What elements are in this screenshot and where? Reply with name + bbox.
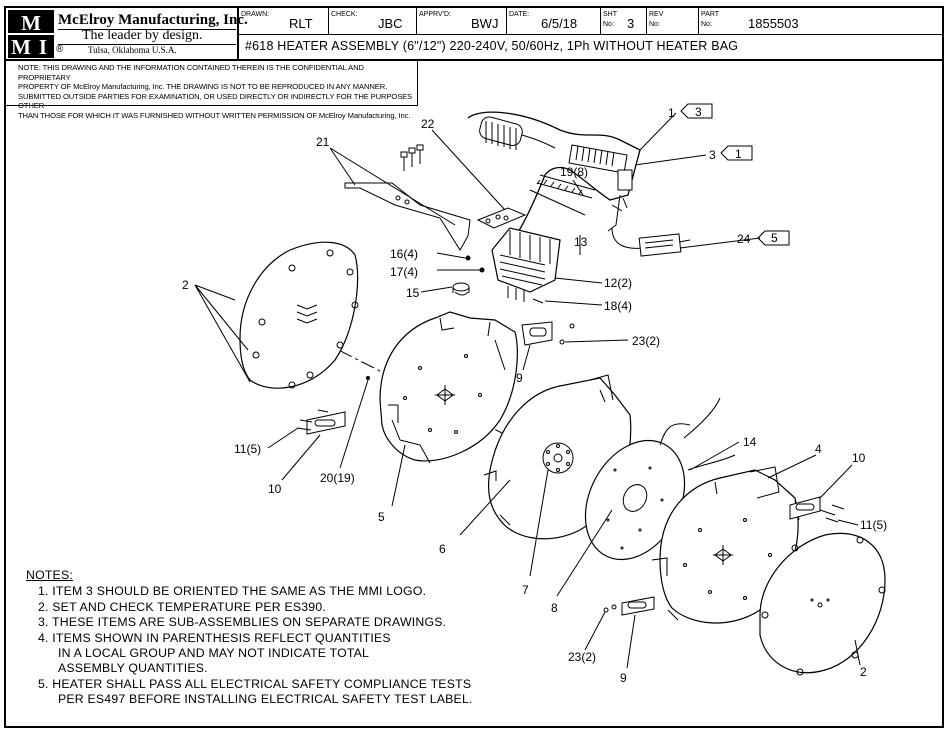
mmi-logo: M M I (8, 10, 54, 58)
callout-24: 24 (737, 232, 751, 246)
sht-label-no: No: (603, 21, 614, 28)
callout-20: 20(19) (320, 471, 355, 485)
note-item: 1. ITEM 3 SHOULD BE ORIENTED THE SAME AS… (38, 584, 427, 599)
logo-letter-m1: M (21, 11, 41, 35)
note-item-continued: ASSEMBLY QUANTITIES. (58, 661, 208, 676)
heater-plate-5 (379, 311, 518, 464)
check-value: JBC (378, 16, 403, 31)
callout-2-right: 2 (860, 665, 867, 679)
notes-title: NOTES: (26, 568, 73, 582)
note-item: 2. SET AND CHECK TEMPERATURE PER ES390. (38, 599, 326, 614)
confidential-note: NOTE: THIS DRAWING AND THE INFORMATION C… (6, 60, 418, 120)
drawing-sheet: M M I McElroy Manufacturing, Inc. The le… (4, 6, 944, 728)
note-item-continued: IN A LOCAL GROUP AND MAY NOT INDICATE TO… (58, 646, 370, 661)
apprvd-value: BWJ (471, 16, 499, 31)
part-label: PART (701, 11, 720, 18)
sht-value: 3 (627, 16, 635, 31)
callout-24-ref: 5 (771, 231, 778, 245)
safety-test-label (638, 233, 682, 257)
callout-8: 8 (551, 601, 558, 615)
callout-15: 15 (406, 286, 420, 300)
confidential-line: PROPERTY OF McElroy Manufacturing, Inc. … (18, 82, 388, 92)
callout-3-ref: 1 (735, 147, 742, 161)
check-label: CHECK: (331, 11, 358, 18)
callout-9-top: 9 (516, 371, 523, 385)
callout-22: 22 (421, 117, 435, 131)
confidential-line: SUBMITTED OUTSIDE PARTIES FOR EXAMINATIO… (18, 91, 413, 111)
drawing-description: #618 HEATER ASSEMBLY (6"/12") 220-240V, … (245, 39, 739, 53)
callout-5: 5 (378, 510, 385, 524)
callout-1: 1 (668, 106, 675, 120)
note-item: 5. HEATER SHALL PASS ALL ELECTRICAL SAFE… (38, 676, 472, 691)
callout-2-left: 2 (182, 278, 189, 292)
callout-9-bottom: 9 (620, 671, 627, 685)
callout-19: 19(8) (560, 165, 588, 179)
part-label-no: No: (701, 21, 712, 28)
logo-letter-i: I (39, 35, 47, 58)
company-name: McElroy Manufacturing, Inc. (58, 12, 248, 28)
callout-flag-3 (720, 145, 753, 161)
callout-18: 18(4) (604, 299, 632, 313)
drawn-label: DRAWN: (241, 11, 270, 18)
note-item: 4. ITEMS SHOWN IN PARENTHESIS REFLECT QU… (38, 630, 391, 645)
confidential-line: NOTE: THIS DRAWING AND THE INFORMATION C… (18, 63, 364, 82)
callout-21: 21 (316, 135, 330, 149)
date-value: 6/5/18 (541, 16, 578, 31)
notes-section: NOTES: 1. ITEM 3 SHOULD BE ORIENTED THE … (26, 568, 473, 708)
rev-label: REV (649, 11, 664, 18)
callout-10-left: 10 (268, 482, 282, 496)
logo-letter-m2: M (11, 35, 31, 58)
registered-mark: ® (56, 44, 64, 55)
rev-label-no: No: (649, 21, 660, 28)
callout-14: 14 (743, 435, 757, 449)
callout-13: 13 (574, 235, 588, 249)
callout-10-right: 10 (852, 451, 866, 465)
drawn-value: RLT (289, 16, 313, 31)
callout-flag-24 (757, 230, 790, 246)
callout-23-bottom: 23(2) (568, 650, 596, 664)
company-city: Tulsa, Oklahoma U.S.A. (88, 45, 177, 55)
bracket-21 (344, 182, 471, 251)
note-item: 3. THESE ITEMS ARE SUB-ASSEMBLIES ON SEP… (38, 615, 447, 630)
cover-plate-left (239, 241, 359, 389)
callout-flag-1 (680, 103, 713, 119)
callout-12: 12(2) (604, 276, 632, 290)
callout-3: 3 (709, 148, 716, 162)
note-item-continued: PER ES497 BEFORE INSTALLING ELECTRICAL S… (58, 692, 473, 707)
heater-plate-22 (476, 207, 527, 229)
apprvd-label: APPRV'D: (419, 11, 451, 18)
confidential-line: THAN THOSE FOR WHICH IT WAS FURNISHED WI… (18, 110, 411, 120)
sht-label: SHT (603, 11, 617, 18)
callout-4: 4 (815, 442, 822, 456)
heater-element-12 (491, 227, 561, 302)
callout-11-right: 11(5) (860, 518, 887, 532)
part-value: 1855503 (748, 16, 799, 31)
callout-23-top: 23(2) (632, 334, 660, 348)
callout-17: 17(4) (390, 265, 418, 279)
callout-11-left: 11(5) (234, 442, 261, 456)
title-block: M M I McElroy Manufacturing, Inc. The le… (6, 8, 942, 61)
cover-plate-right (759, 532, 886, 676)
callout-1-ref: 3 (695, 105, 702, 119)
heater-plate-4 (651, 466, 800, 624)
company-tagline: The leader by design. (82, 28, 203, 43)
callout-7: 7 (522, 583, 529, 597)
callout-6: 6 (439, 542, 446, 556)
callout-16: 16(4) (390, 247, 418, 261)
date-label: DATE: (509, 11, 530, 18)
